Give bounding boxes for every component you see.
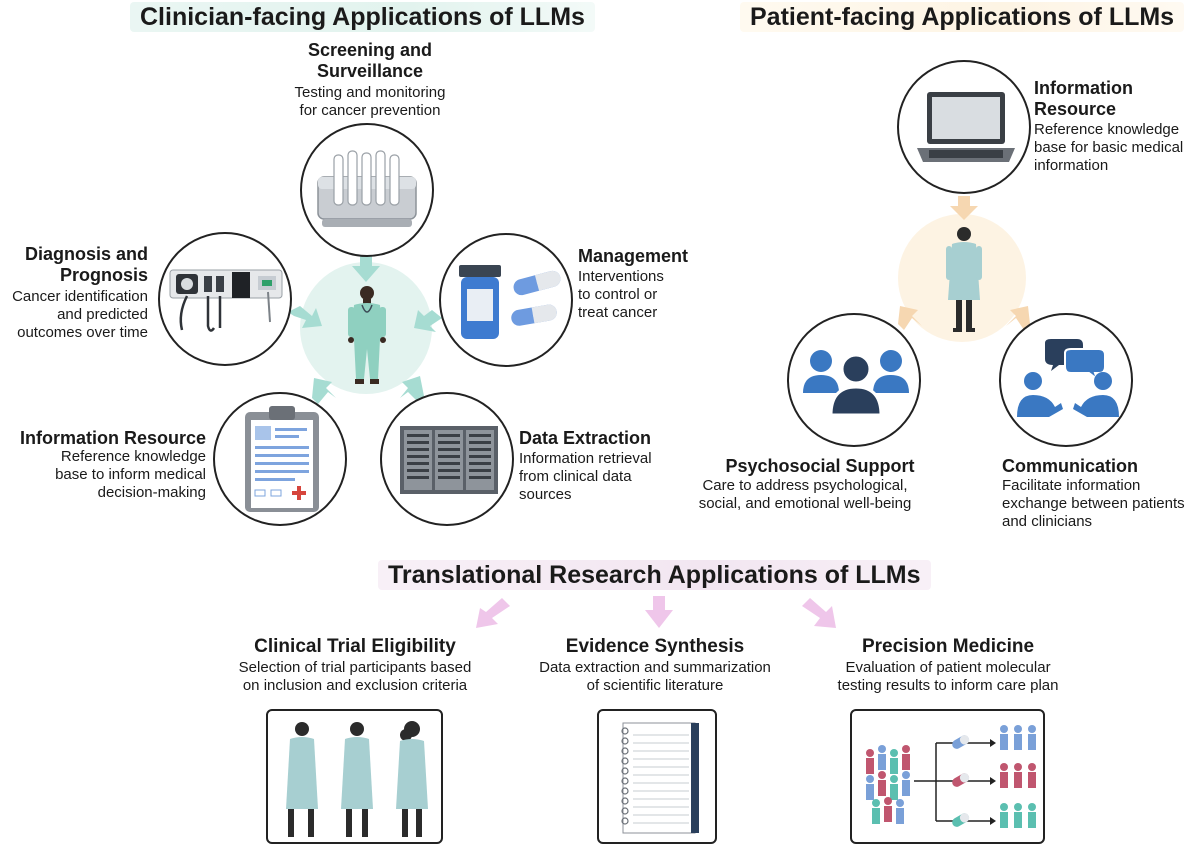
screening-title-line2: Surveillance [316, 61, 424, 81]
patient-info-title-line1: Information [1034, 78, 1133, 98]
communication-desc-line3: and clinicians [1002, 513, 1093, 530]
precision-desc-line1: Evaluation of patient molecular [845, 659, 1051, 676]
diagnosis-desc-line1: Cancer identification [12, 288, 148, 305]
clin-info-desc-line2: base to inform medical [55, 466, 206, 483]
clin-info-desc-line3: decision-making [97, 484, 206, 501]
diagnosis-title-line2: Prognosis [59, 265, 148, 285]
patient-info-desc-line2: base for basic medical [1034, 139, 1184, 156]
diagnosis-circle [158, 232, 292, 366]
communication-desc-line2: exchange between patients [1002, 495, 1185, 512]
screening-desc-line1: Testing and monitoring [294, 84, 446, 101]
precision-desc-line2: testing results to inform care plan [837, 677, 1059, 694]
trial-desc-line2: on inclusion and exclusion criteria [242, 677, 468, 694]
clin-info-circle [213, 392, 347, 526]
trial-title: Clinical Trial Eligibility [254, 636, 456, 657]
data-extraction-desc-line1: Information retrieval [519, 450, 652, 467]
psychosocial-desc-line2: social, and emotional well-being [698, 495, 912, 512]
patient-info-desc-line1: Reference knowledge [1034, 121, 1180, 138]
patient-info-circle [897, 60, 1031, 194]
precision-title: Precision Medicine [861, 636, 1035, 657]
management-title: Management [578, 246, 689, 266]
clin-info-title: Information Resource [19, 428, 206, 448]
data-extraction-desc-line3: sources [519, 486, 572, 503]
trial-box [266, 709, 443, 844]
server-rack-icon [398, 424, 500, 496]
psychosocial-circle [787, 313, 921, 447]
diagnostic-wall-station-icon [168, 266, 286, 340]
patient-section-title: Patient-facing Applications of LLMs [740, 2, 1185, 32]
communication-circle [999, 313, 1133, 447]
conversation-icon [1015, 337, 1121, 421]
data-extraction-circle [380, 392, 514, 526]
trial-desc-line1: Selection of trial participants based [238, 659, 472, 676]
precision-box [850, 709, 1045, 844]
pill-bottle-icon [455, 261, 565, 345]
clipboard-icon [243, 404, 321, 516]
evidence-title: Evidence Synthesis [565, 636, 745, 657]
diagnosis-title-line1: Diagnosis and [24, 244, 148, 264]
management-desc-line3: treat cancer [578, 304, 658, 321]
clin-info-desc-line1: Reference knowledge [60, 448, 206, 465]
patient-info-title-line2: Resource [1034, 99, 1117, 119]
trial-participants-icon [280, 719, 434, 841]
diagnosis-desc-line2: and predicted [57, 306, 148, 323]
data-extraction-desc-line2: from clinical data [519, 468, 632, 485]
patient-gown-icon [946, 224, 982, 334]
evidence-desc-line1: Data extraction and summarization [539, 659, 771, 676]
management-desc-line2: to control or [578, 286, 658, 303]
screening-circle [300, 123, 434, 257]
laptop-icon [915, 90, 1017, 166]
psychosocial-title: Psychosocial Support [725, 456, 915, 476]
group-people-icon [799, 347, 913, 419]
translational-section-title: Translational Research Applications of L… [378, 560, 931, 590]
test-tube-rack-icon [314, 147, 420, 233]
patient-stratification-icon [860, 721, 1040, 837]
doctor-icon [342, 283, 392, 389]
management-circle [439, 233, 573, 367]
management-desc-line1: Interventions [578, 268, 664, 285]
data-extraction-title: Data Extraction [519, 428, 652, 448]
patient-info-desc-line3: information [1034, 157, 1109, 174]
psychosocial-desc-line1: Care to address psychological, [702, 477, 908, 494]
notebook-icon [619, 721, 701, 837]
diagnosis-desc-line3: outcomes over time [17, 324, 148, 341]
evidence-box [597, 709, 717, 844]
screening-title-line1: Screening and [307, 40, 433, 60]
clinician-section-title: Clinician-facing Applications of LLMs [130, 2, 595, 32]
communication-title: Communication [1002, 456, 1139, 476]
communication-desc-line1: Facilitate information [1002, 477, 1141, 494]
evidence-desc-line2: of scientific literature [586, 677, 724, 694]
screening-desc-line2: for cancer prevention [299, 102, 441, 119]
